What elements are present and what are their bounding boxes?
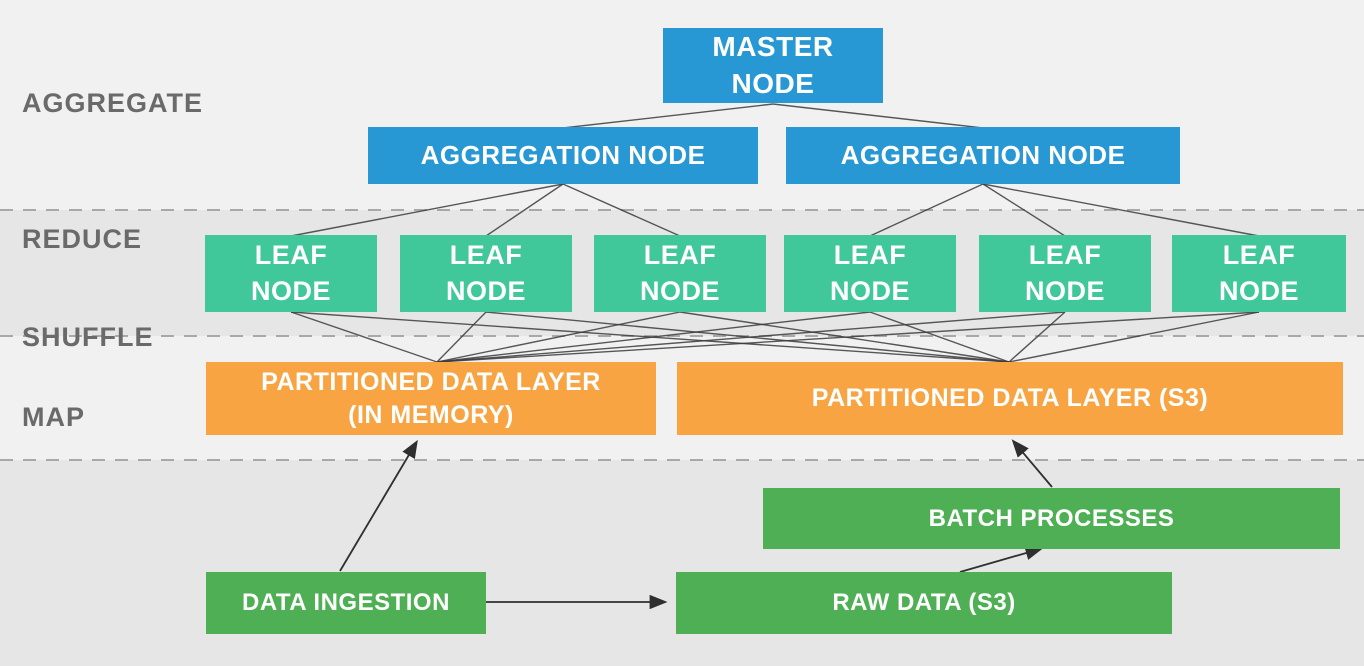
phase-label-map: MAP [22,402,85,432]
node-master: MASTER NODE [663,28,883,103]
node-leaf-3: LEAF NODE [594,235,766,312]
dashed-separator-1 [0,209,1364,211]
phase-label-reduce: REDUCE [22,224,143,254]
node-raw-data-s3: RAW DATA (S3) [676,572,1172,634]
node-data-ingestion: DATA INGESTION [206,572,486,634]
dashed-separator-2 [0,335,1364,337]
node-batch-processes: BATCH PROCESSES [763,488,1340,549]
node-partitioned-data-s3: PARTITIONED DATA LAYER (S3) [677,362,1343,435]
node-leaf-1: LEAF NODE [205,235,377,312]
dashed-separator-3 [0,459,1364,461]
phase-label-aggregate: AGGREGATE [22,88,204,118]
phase-label-shuffle: SHUFFLE [22,322,154,352]
node-leaf-4: LEAF NODE [784,235,956,312]
node-leaf-6: LEAF NODE [1172,235,1346,312]
node-partitioned-data-memory: PARTITIONED DATA LAYER (IN MEMORY) [206,362,656,435]
node-aggregation-left: AGGREGATION NODE [368,127,758,184]
node-leaf-5: LEAF NODE [979,235,1151,312]
node-leaf-2: LEAF NODE [400,235,572,312]
node-aggregation-right: AGGREGATION NODE [786,127,1180,184]
